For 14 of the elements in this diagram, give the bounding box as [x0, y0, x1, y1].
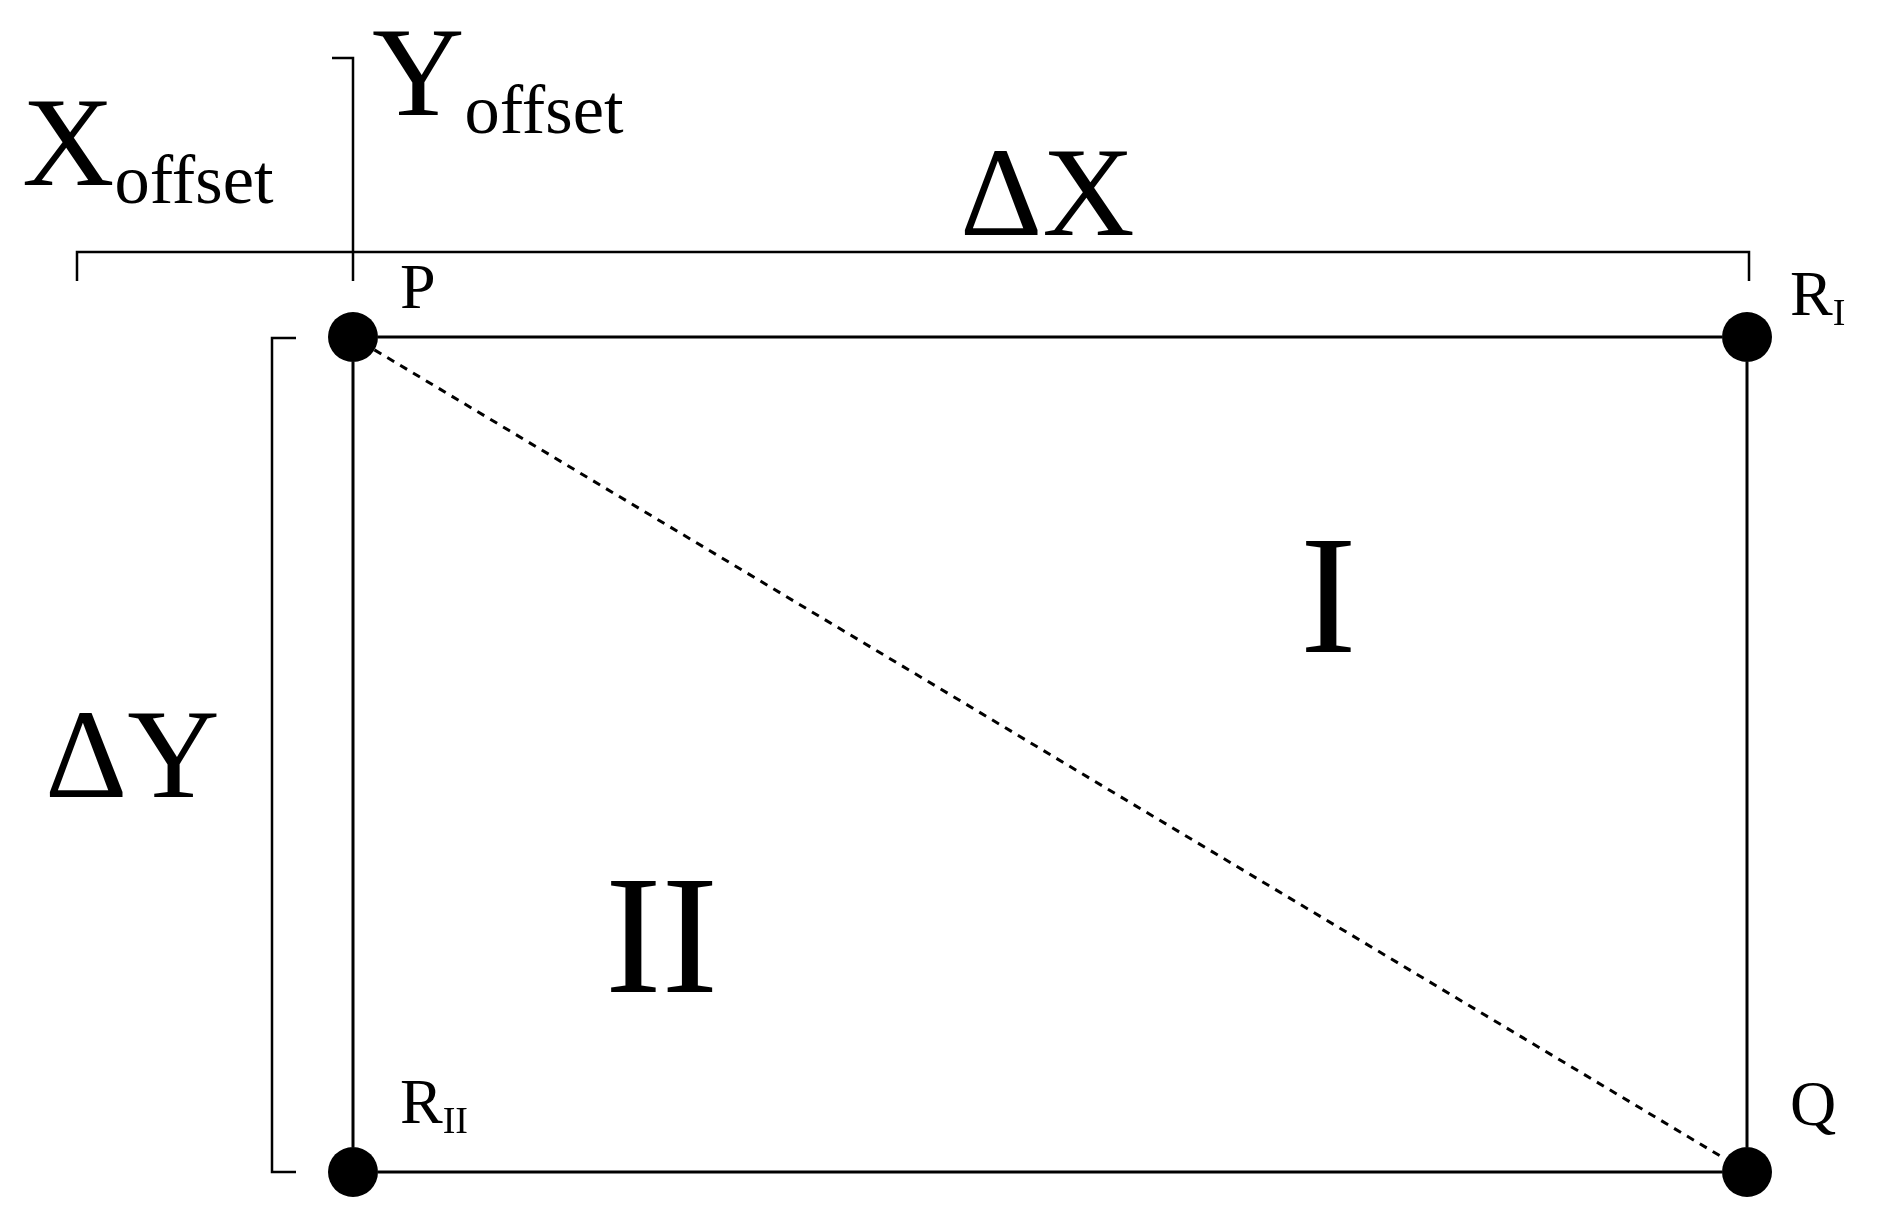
dimension-label: ΔX	[960, 128, 1135, 256]
point-label: P	[400, 255, 436, 319]
dimension-label: Y$_{offset}$	[372, 8, 624, 136]
region-label: II	[605, 850, 719, 1020]
dimension-label: X$_{offset}$	[22, 78, 274, 206]
region-label: I	[1300, 510, 1357, 680]
line	[378, 335, 1722, 339]
line	[378, 1170, 1722, 1174]
point-label: Q	[1790, 1072, 1837, 1136]
line	[351, 362, 355, 1147]
point-label: R$_{I}$	[1790, 262, 1846, 326]
line	[1745, 362, 1749, 1147]
point-label: R$_{II}$	[400, 1070, 468, 1134]
dimension-label: ΔY	[45, 690, 220, 818]
